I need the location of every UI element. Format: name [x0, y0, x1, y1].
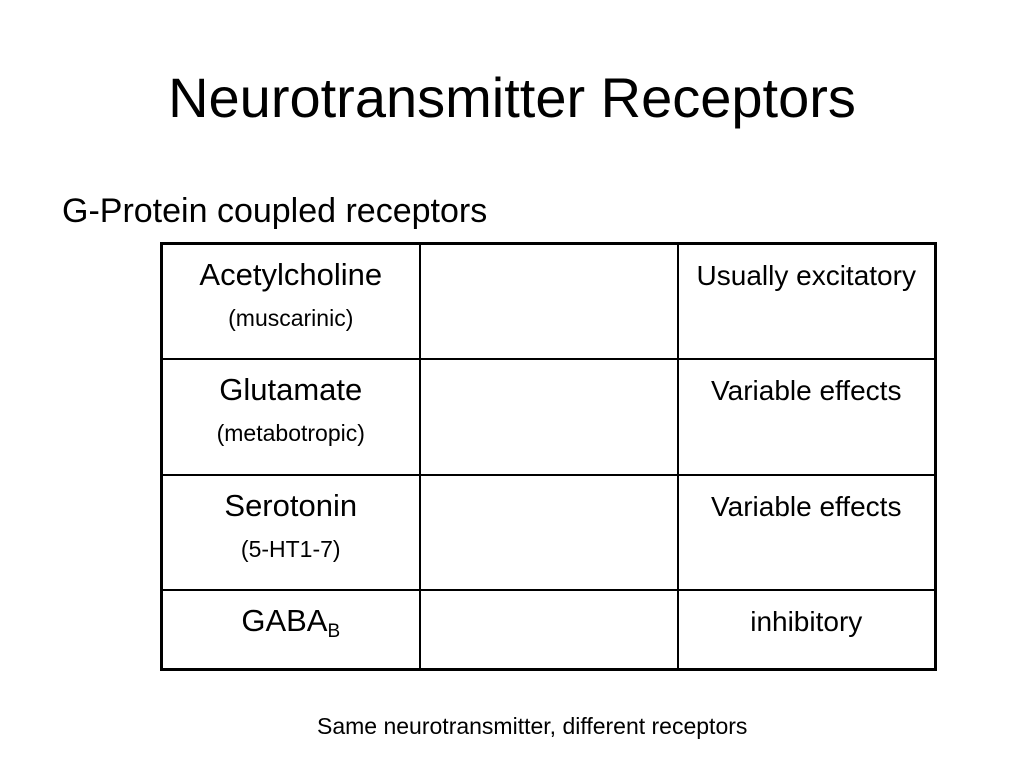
neurotransmitter-name: Serotonin — [224, 487, 358, 523]
table-row: GABAB inhibitory — [160, 588, 937, 671]
effect-text: inhibitory — [750, 605, 863, 637]
neurotransmitter-cell: Glutamate (metabotropic) — [160, 358, 421, 476]
effect-cell: Variable effects — [676, 358, 937, 476]
gaba-subscript: B — [327, 620, 341, 642]
effect-text: Variable effects — [711, 375, 902, 407]
table-row: Serotonin (5-HT1-7) Variable effects — [160, 473, 937, 591]
slide-footnote: Same neurotransmitter, different recepto… — [317, 713, 748, 739]
empty-cell — [418, 242, 679, 361]
effect-cell: Usually excitatory — [676, 242, 937, 361]
effect-cell: inhibitory — [676, 588, 937, 671]
slide-subtitle: G-Protein coupled receptors — [62, 192, 488, 230]
neurotransmitter-cell: Serotonin (5-HT1-7) — [160, 473, 421, 591]
empty-cell — [418, 358, 679, 476]
receptor-table: Acetylcholine (muscarinic) Usually excit… — [160, 242, 937, 671]
table-row: Glutamate (metabotropic) Variable effect… — [160, 358, 937, 476]
effect-text: Usually excitatory — [696, 260, 916, 291]
effect-cell: Variable effects — [676, 473, 937, 591]
empty-cell — [418, 588, 679, 671]
empty-cell — [418, 473, 679, 591]
table-row: Acetylcholine (muscarinic) Usually excit… — [160, 242, 937, 361]
receptor-subtype: (metabotropic) — [216, 420, 365, 447]
neurotransmitter-name: Acetylcholine — [199, 257, 383, 292]
receptor-subtype: (muscarinic) — [228, 305, 354, 331]
neurotransmitter-cell: GABAB — [160, 588, 421, 671]
neurotransmitter-cell: Acetylcholine (muscarinic) — [160, 242, 421, 361]
slide-title: Neurotransmitter Receptors — [168, 66, 856, 129]
receptor-subtype: (5-HT1-7) — [240, 535, 341, 562]
gaba-name: GABA — [241, 602, 328, 638]
neurotransmitter-name: GABAB — [163, 603, 419, 650]
neurotransmitter-name: Glutamate — [219, 372, 363, 408]
effect-text: Variable effects — [711, 490, 902, 522]
